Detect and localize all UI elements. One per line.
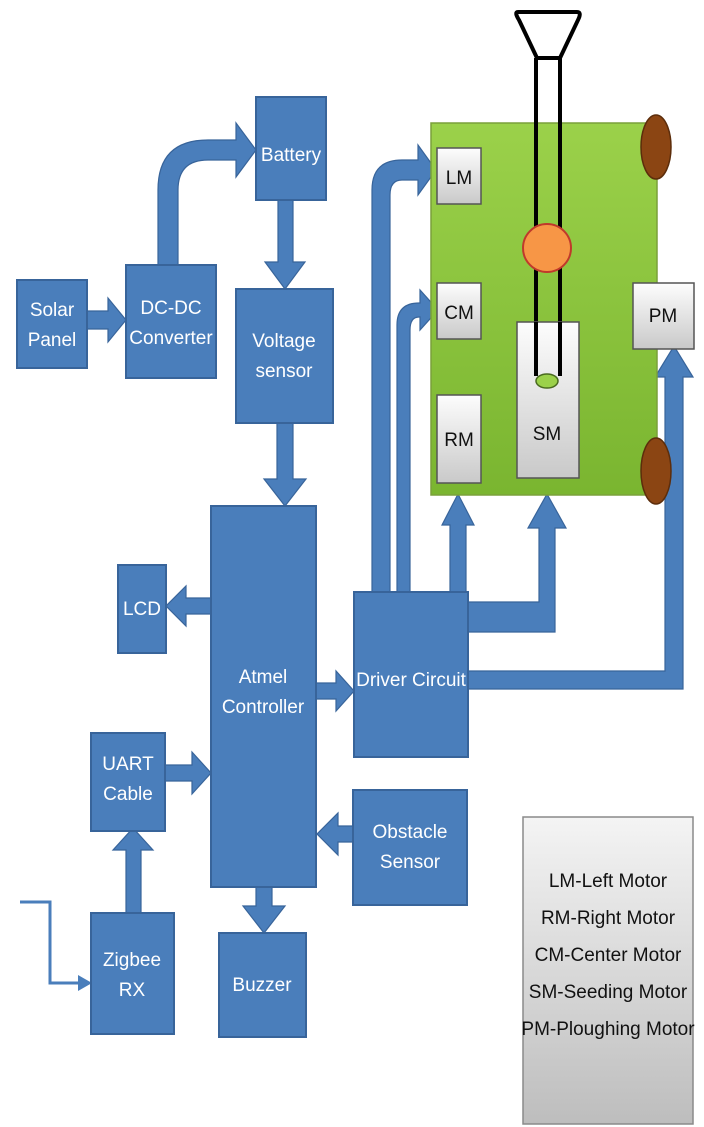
block-uart-cable-line2: Cable: [103, 784, 153, 805]
arrow-battery-to-voltage: [265, 200, 305, 289]
block-obstacle-sensor: [353, 790, 467, 905]
block-obstacle-sensor-line1: Obstacle: [373, 822, 448, 843]
seed-outlet-icon: [536, 374, 558, 388]
block-driver-circuit-line1: Driver Circuit: [356, 670, 467, 691]
motor-pm-label: PM: [649, 306, 678, 327]
block-dc-dc-converter-line1: DC-DC: [140, 298, 201, 319]
block-dc-dc-converter-line2: Converter: [129, 328, 213, 349]
arrow-converter-to-battery: [158, 123, 256, 265]
block-dc-dc-converter: [126, 265, 216, 378]
arrow-zigbee-to-uart: [113, 828, 153, 913]
arrow-driver-to-rm: [442, 494, 474, 592]
block-atmel-controller-line1: Atmel: [239, 667, 288, 688]
motor-rm-label: RM: [444, 430, 474, 451]
seed-wheel-icon: [523, 224, 571, 272]
legend-item: RM-Right Motor: [541, 908, 676, 929]
legend-item: CM-Center Motor: [535, 945, 682, 966]
arrow-solar-to-converter: [87, 298, 126, 342]
block-battery-line1: Battery: [261, 145, 322, 166]
motor-sm-label: SM: [533, 424, 562, 445]
motor-cm-label: CM: [444, 303, 474, 324]
motor-sm: [517, 322, 579, 478]
block-buzzer-line1: Buzzer: [232, 975, 292, 996]
legend-box: [523, 817, 693, 1124]
arrow-voltage-to-controller: [264, 423, 306, 506]
arrow-controller-to-lcd: [166, 586, 211, 626]
block-lcd-line1: LCD: [123, 599, 161, 620]
block-uart-cable-line1: UART: [102, 754, 154, 775]
block-uart-cable: [91, 733, 165, 831]
arrow-controller-to-buzzer: [243, 887, 285, 933]
arrow-uart-to-controller: [165, 752, 211, 794]
bottom-wheel-icon: [641, 438, 671, 504]
legend-item: LM-Left Motor: [549, 871, 668, 892]
top-wheel-icon: [641, 115, 671, 179]
block-solar-panel-line2: Panel: [28, 330, 77, 351]
block-zigbee-rx-line2: RX: [119, 980, 146, 1001]
seeder-handle-icon: [516, 12, 580, 58]
block-zigbee-rx: [91, 913, 174, 1034]
block-zigbee-rx-line1: Zigbee: [103, 950, 161, 971]
block-voltage-sensor-line1: Voltage: [252, 331, 315, 352]
arrow-obstacle-to-controller: [317, 813, 353, 855]
arrow-zigbee-input-head: [78, 975, 92, 991]
arrow-driver-to-sm: [468, 494, 566, 632]
block-atmel-controller-line2: Controller: [222, 697, 305, 718]
block-voltage-sensor-line2: sensor: [255, 361, 313, 382]
block-solar-panel: [17, 280, 87, 368]
legend-item: PM-Ploughing Motor: [521, 1019, 695, 1040]
arrow-controller-to-driver: [316, 671, 354, 711]
arrow-zigbee-input: [20, 902, 80, 983]
block-voltage-sensor: [236, 289, 333, 423]
legend-item: SM-Seeding Motor: [529, 982, 688, 1003]
motor-lm-label: LM: [446, 168, 472, 189]
block-obstacle-sensor-line2: Sensor: [380, 852, 441, 873]
block-solar-panel-line1: Solar: [30, 300, 75, 321]
